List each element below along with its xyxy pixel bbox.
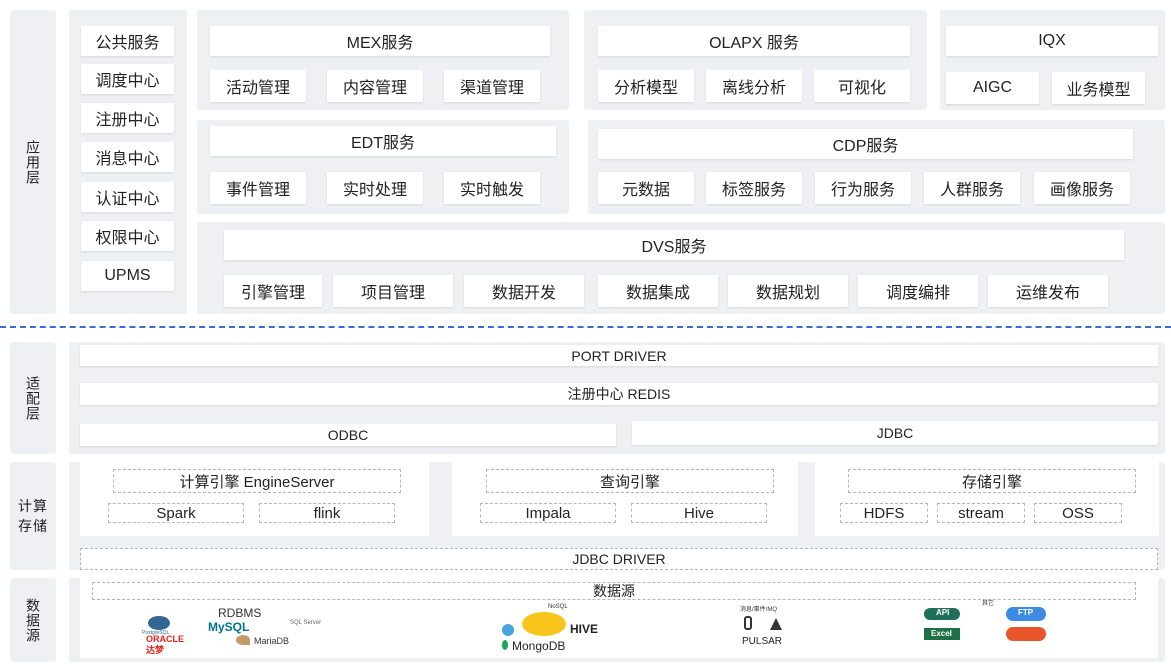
compute-layer-label: 计算存储 <box>18 498 48 534</box>
mex-item[interactable]: 渠道管理 <box>444 70 540 102</box>
dvs-item[interactable]: 调度编排 <box>858 275 978 307</box>
dameng-logo: 达梦 <box>146 645 165 655</box>
mex-item[interactable]: 内容管理 <box>327 70 423 102</box>
cdp-item[interactable]: 画像服务 <box>1034 172 1130 204</box>
port-driver-bar[interactable]: PORT DRIVER <box>80 345 1158 366</box>
mex-title: MEX服务 <box>210 26 550 56</box>
rdbms-logo-group: RDBMS PostgreSQL MySQL SQL Server ORACLE… <box>140 606 340 655</box>
hive-logo: HIVE <box>570 622 599 636</box>
mq-label: 消息/事件/MQ <box>740 607 777 613</box>
spark-flower-icon <box>502 624 514 636</box>
db-export-icon <box>1006 627 1046 641</box>
storage-engine-title: 存储引擎 <box>848 469 1136 493</box>
query-engine-title: 查询引擎 <box>486 469 774 493</box>
query-engine-item[interactable]: Impala <box>480 503 616 523</box>
edt-title: EDT服务 <box>210 126 556 156</box>
dvs-item[interactable]: 项目管理 <box>333 275 453 307</box>
compute-engine-item[interactable]: Spark <box>108 503 244 523</box>
dvs-item[interactable]: 数据开发 <box>464 275 584 307</box>
layer-divider <box>0 326 1171 328</box>
data-source-title: 数据源 <box>92 582 1136 600</box>
olapx-title: OLAPX 服务 <box>598 26 910 56</box>
hive-icon <box>522 612 566 636</box>
jdbc-driver-bar[interactable]: JDBC DRIVER <box>80 548 1158 570</box>
ftp-icon <box>1006 607 1046 621</box>
api-logo: API <box>936 608 950 617</box>
public-service-item[interactable]: 调度中心 <box>81 64 174 94</box>
public-service-item[interactable]: 认证中心 <box>81 182 174 212</box>
pulsar-logo: PULSAR <box>742 636 783 647</box>
iqx-item[interactable]: AIGC <box>946 72 1039 104</box>
olapx-item[interactable]: 分析模型 <box>598 70 694 102</box>
app-layer-label: 应用层 <box>25 139 41 185</box>
oracle-logo: ORACLE <box>146 634 184 644</box>
public-service-item[interactable]: 消息中心 <box>81 142 174 172</box>
app-layer-panel <box>10 10 56 314</box>
olapx-item[interactable]: 可视化 <box>814 70 910 102</box>
public-service-item[interactable]: UPMS <box>81 261 174 291</box>
storage-engine-item[interactable]: stream <box>937 503 1025 523</box>
mq-logo-group: 消息/事件/MQ PULSAR <box>730 604 820 654</box>
edt-item[interactable]: 实时触发 <box>444 172 540 204</box>
compute-engine-title: 计算引擎 EngineServer <box>113 469 401 493</box>
adapt-layer-label: 适配层 <box>25 375 41 421</box>
kafka-icon <box>744 616 752 630</box>
iqx-title: IQX <box>946 26 1158 56</box>
nosql-logo-group: NoSQL HIVE MongoDB <box>498 604 638 654</box>
public-service-item[interactable]: 权限中心 <box>81 221 174 251</box>
data-layer-label: 数据源 <box>25 597 41 643</box>
registry-redis-bar[interactable]: 注册中心 REDIS <box>80 383 1158 405</box>
mariadb-logo: MariaDB <box>254 636 290 646</box>
compute-layer-panel <box>10 462 56 570</box>
mongodb-logo: MongoDB <box>512 639 566 653</box>
rocketmq-icon <box>770 618 782 630</box>
other-label: 其它 <box>982 601 995 607</box>
excel-icon <box>924 628 960 640</box>
adapt-layer-panel <box>10 342 56 454</box>
compute-engine-item[interactable]: flink <box>259 503 395 523</box>
cdp-item[interactable]: 元数据 <box>598 172 694 204</box>
data-layer-panel <box>10 578 56 662</box>
cdp-item[interactable]: 人群服务 <box>924 172 1020 204</box>
jdbc-bar[interactable]: JDBC <box>632 421 1158 445</box>
cdp-item[interactable]: 标签服务 <box>706 172 802 204</box>
dvs-item[interactable]: 引擎管理 <box>224 275 322 307</box>
postgresql-logo: PostgreSQL <box>142 630 170 636</box>
public-services-title: 公共服务 <box>81 26 174 56</box>
sqlserver-logo: SQL Server <box>290 620 322 626</box>
cdp-title: CDP服务 <box>598 129 1133 159</box>
storage-engine-item[interactable]: HDFS <box>840 503 928 523</box>
mariadb-icon <box>236 635 250 645</box>
dvs-title: DVS服务 <box>224 230 1124 260</box>
api-icon <box>924 608 960 620</box>
mongodb-icon <box>502 640 508 650</box>
mex-item[interactable]: 活动管理 <box>210 70 306 102</box>
mysql-logo: MySQL <box>208 620 250 634</box>
odbc-bar[interactable]: ODBC <box>80 424 616 446</box>
public-service-item[interactable]: 注册中心 <box>81 103 174 133</box>
excel-logo: Excel <box>931 629 952 638</box>
rdbms-label: RDBMS <box>218 606 262 620</box>
other-logo-group: 其它 API FTP Excel <box>920 598 1060 648</box>
ftp-logo: FTP <box>1018 608 1034 617</box>
dvs-item[interactable]: 数据集成 <box>598 275 718 307</box>
dvs-item[interactable]: 数据规划 <box>728 275 848 307</box>
edt-item[interactable]: 实时处理 <box>327 172 423 204</box>
edt-item[interactable]: 事件管理 <box>210 172 306 204</box>
iqx-item[interactable]: 业务模型 <box>1052 72 1145 104</box>
dvs-item[interactable]: 运维发布 <box>988 275 1108 307</box>
query-engine-item[interactable]: Hive <box>631 503 767 523</box>
postgresql-icon <box>148 616 170 630</box>
cdp-item[interactable]: 行为服务 <box>815 172 911 204</box>
storage-engine-item[interactable]: OSS <box>1034 503 1122 523</box>
nosql-label: NoSQL <box>548 604 568 610</box>
olapx-item[interactable]: 离线分析 <box>706 70 802 102</box>
